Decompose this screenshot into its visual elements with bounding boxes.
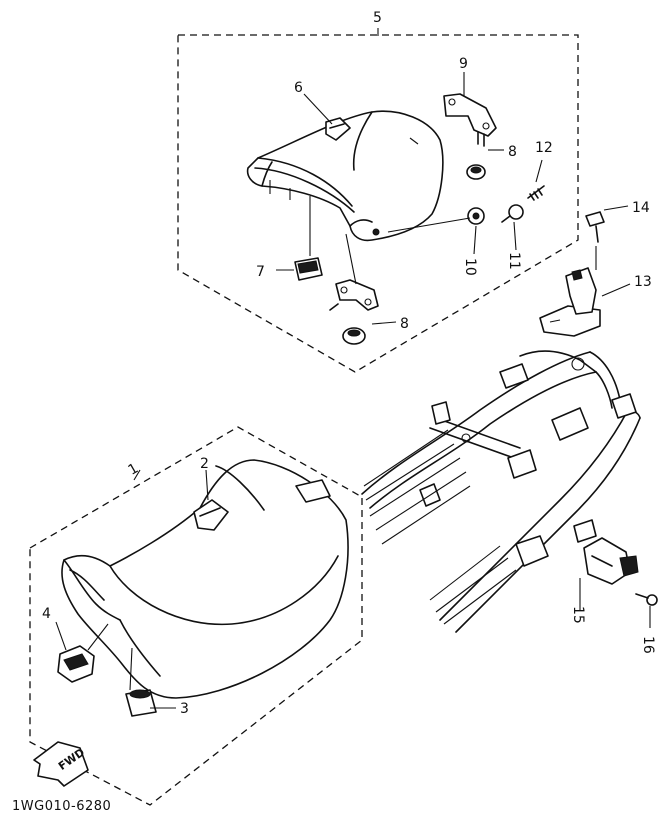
seat-cowl	[246, 110, 444, 242]
callout-10: 10	[462, 258, 478, 276]
part-8-grommet-upper	[466, 164, 486, 180]
part-15-lock-assembly	[583, 537, 639, 585]
part-16-screw	[635, 593, 658, 606]
callout-8-upper: 8	[508, 144, 517, 160]
callout-12: 12	[535, 140, 553, 156]
frame-rail	[361, 350, 641, 633]
part-8-grommet-lower	[342, 327, 366, 345]
callout-16: 16	[640, 636, 656, 654]
part-3-damper	[125, 689, 157, 717]
leader-lines	[55, 28, 651, 709]
part-4-damper	[57, 645, 95, 683]
callout-14: 14	[632, 200, 650, 216]
callout-labels: 5 6 9 8 12 14 10 11 7 13 8 1 2 4 3 15 16	[42, 10, 656, 717]
callout-4: 4	[42, 606, 51, 622]
callout-8-lower: 8	[400, 316, 409, 332]
callout-2: 2	[200, 456, 209, 472]
callout-3: 3	[180, 701, 189, 717]
assembly-outline-1	[29, 426, 363, 806]
rider-seat	[61, 459, 349, 699]
part-7-pad	[294, 257, 323, 281]
part-14-bolt	[585, 211, 605, 243]
callout-6: 6	[294, 80, 303, 96]
assembly-outline-5	[177, 34, 579, 373]
callout-7: 7	[256, 264, 265, 280]
forward-direction-arrow: FWD	[33, 741, 89, 787]
callout-11: 11	[506, 252, 522, 270]
part-10-collar	[467, 207, 485, 225]
lower-bracket	[329, 279, 379, 311]
callout-9: 9	[459, 56, 468, 72]
part-11-bolt	[501, 204, 524, 223]
part-9-bracket	[443, 93, 497, 147]
callout-1: 1	[126, 460, 142, 478]
part-2-clip	[193, 499, 229, 531]
drawing-code: 1WG010-6280	[12, 799, 111, 814]
part-13-seat-lock	[539, 267, 601, 337]
callout-13: 13	[634, 274, 652, 290]
callout-5: 5	[373, 10, 382, 26]
callout-15: 15	[570, 606, 586, 624]
part-12-screw	[527, 185, 545, 201]
